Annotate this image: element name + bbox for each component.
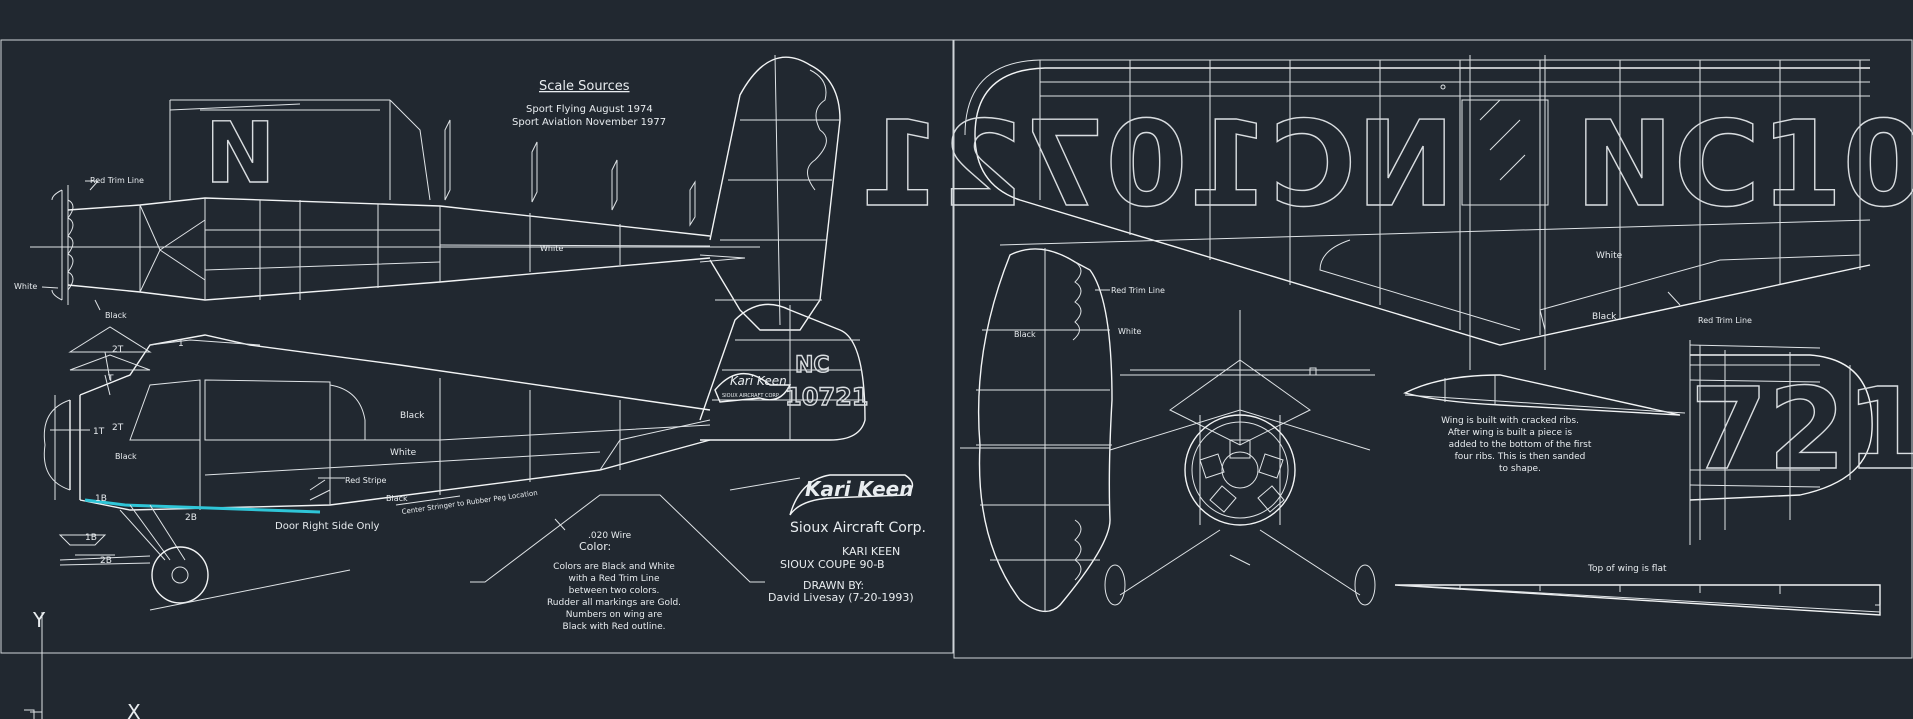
- ucs-y-label: Y: [32, 608, 46, 632]
- accent-stripe-side: [84, 498, 321, 514]
- color-note-line-2: with a Red Trim Line: [568, 574, 660, 584]
- label-black-belly: Black: [386, 494, 408, 503]
- top-view-tail-letter: N: [205, 104, 275, 202]
- title-logo: [729, 474, 914, 516]
- title-drawn-by: David Livesay (7-20-1993): [768, 591, 914, 604]
- wing-label-white: White: [1596, 251, 1623, 261]
- fuselage-side-view: [43, 334, 711, 611]
- dim-2t-upper: 2T: [112, 345, 124, 355]
- wing-plan-view: [964, 55, 1871, 370]
- color-note-line-3: between two colors.: [569, 586, 660, 596]
- fin-tail-number: 10721: [785, 383, 869, 411]
- title-model-type: SIOUX COUPE 90-B: [780, 558, 885, 571]
- label-black-nose: Black: [115, 452, 137, 461]
- color-note-line-6: Black with Red outline.: [563, 622, 666, 632]
- color-note-frame: [470, 494, 765, 583]
- ucs-icon: [24, 612, 43, 719]
- label-red-trim-line-top: Red Trim Line: [90, 176, 144, 185]
- color-note-line-1: Colors are Black and White: [553, 562, 675, 572]
- label-red-stripe: Red Stripe: [345, 476, 387, 485]
- left-sheet-border: [0, 39, 954, 654]
- wing-note-line-4: four ribs. This is then sanded: [1455, 452, 1586, 462]
- wing-label-black: Black: [1592, 312, 1617, 322]
- label-white-body: White: [390, 448, 417, 458]
- wing-note-line-1: Wing is built with cracked ribs.: [1441, 416, 1579, 426]
- wing-label-red-trim-line: Red Trim Line: [1698, 316, 1752, 325]
- elevator-label-red-trim-line: Red Trim Line: [1111, 286, 1165, 295]
- dim-1b: 1B: [95, 494, 107, 504]
- title-model-name: KARI KEEN: [842, 545, 900, 558]
- fin-side-view: Kari Keen SIOUX AIRCRAFT CORP. NC 10721: [699, 303, 869, 441]
- color-note-line-5: Numbers on wing are: [566, 610, 663, 620]
- fin-badge-logo: Kari Keen: [730, 374, 787, 388]
- wing-note-line-2: After wing is built a piece is: [1448, 428, 1572, 438]
- scale-sources-line2: Sport Aviation November 1977: [512, 117, 666, 128]
- dim-1t: 1T: [93, 427, 105, 437]
- dim-1: 1: [178, 339, 184, 349]
- dimension-marks: [68, 326, 152, 396]
- color-note-heading: Color:: [579, 540, 611, 553]
- dim-t: T: [107, 374, 114, 384]
- dim-2b-side: 2B: [185, 513, 197, 523]
- dim-1b-low: 1B: [85, 533, 97, 543]
- ucs-x-label: X: [127, 700, 141, 719]
- title-logo-text: Kari Keen: [805, 477, 913, 501]
- color-note-line-4: Rudder all markings are Gold.: [547, 598, 681, 608]
- wing-top-note: Top of wing is flat: [1587, 564, 1667, 574]
- label-white-left: White: [14, 282, 37, 291]
- scale-sources-heading: Scale Sources: [539, 79, 630, 94]
- label-black-top: Black: [105, 311, 127, 320]
- wing-registration-left: NC10721: [859, 95, 1455, 233]
- dim-2b-low: 2B: [100, 556, 112, 566]
- vertical-stabilizer-top: [699, 54, 841, 331]
- wing-registration-right: NC107: [1575, 95, 1913, 233]
- wing-side-section: [1394, 584, 1881, 616]
- wing-note-line-3: added to the bottom of the first: [1449, 440, 1592, 450]
- dim-2t-side: 2T: [112, 423, 124, 433]
- title-company: Sioux Aircraft Corp.: [790, 520, 926, 536]
- label-door-note: Door Right Side Only: [275, 521, 380, 532]
- fuselage-top-view: N: [30, 99, 760, 311]
- label-wire-note: .020 Wire: [588, 531, 632, 541]
- scale-sources-line1: Sport Flying August 1974: [526, 104, 653, 115]
- wingtip-plan: [1689, 340, 1873, 545]
- wingtip-number: 721: [1690, 365, 1913, 495]
- fin-badge-subtitle: SIOUX AIRCRAFT CORP.: [722, 393, 780, 399]
- label-black-cabin: Black: [400, 411, 425, 421]
- right-sheet-border: [953, 39, 1913, 659]
- elevator-label-black: Black: [1014, 330, 1036, 339]
- wing-note-line-5: to shape.: [1499, 464, 1541, 474]
- elevator-label-white: White: [1118, 327, 1141, 336]
- elevator-plan: [960, 248, 1113, 613]
- front-view: [1104, 310, 1376, 606]
- airfoil-section: [1403, 374, 1686, 416]
- title-drawn-by-label: DRAWN BY:: [803, 579, 864, 592]
- label-white-center: White: [540, 244, 563, 253]
- fin-nc-label: NC: [795, 353, 830, 378]
